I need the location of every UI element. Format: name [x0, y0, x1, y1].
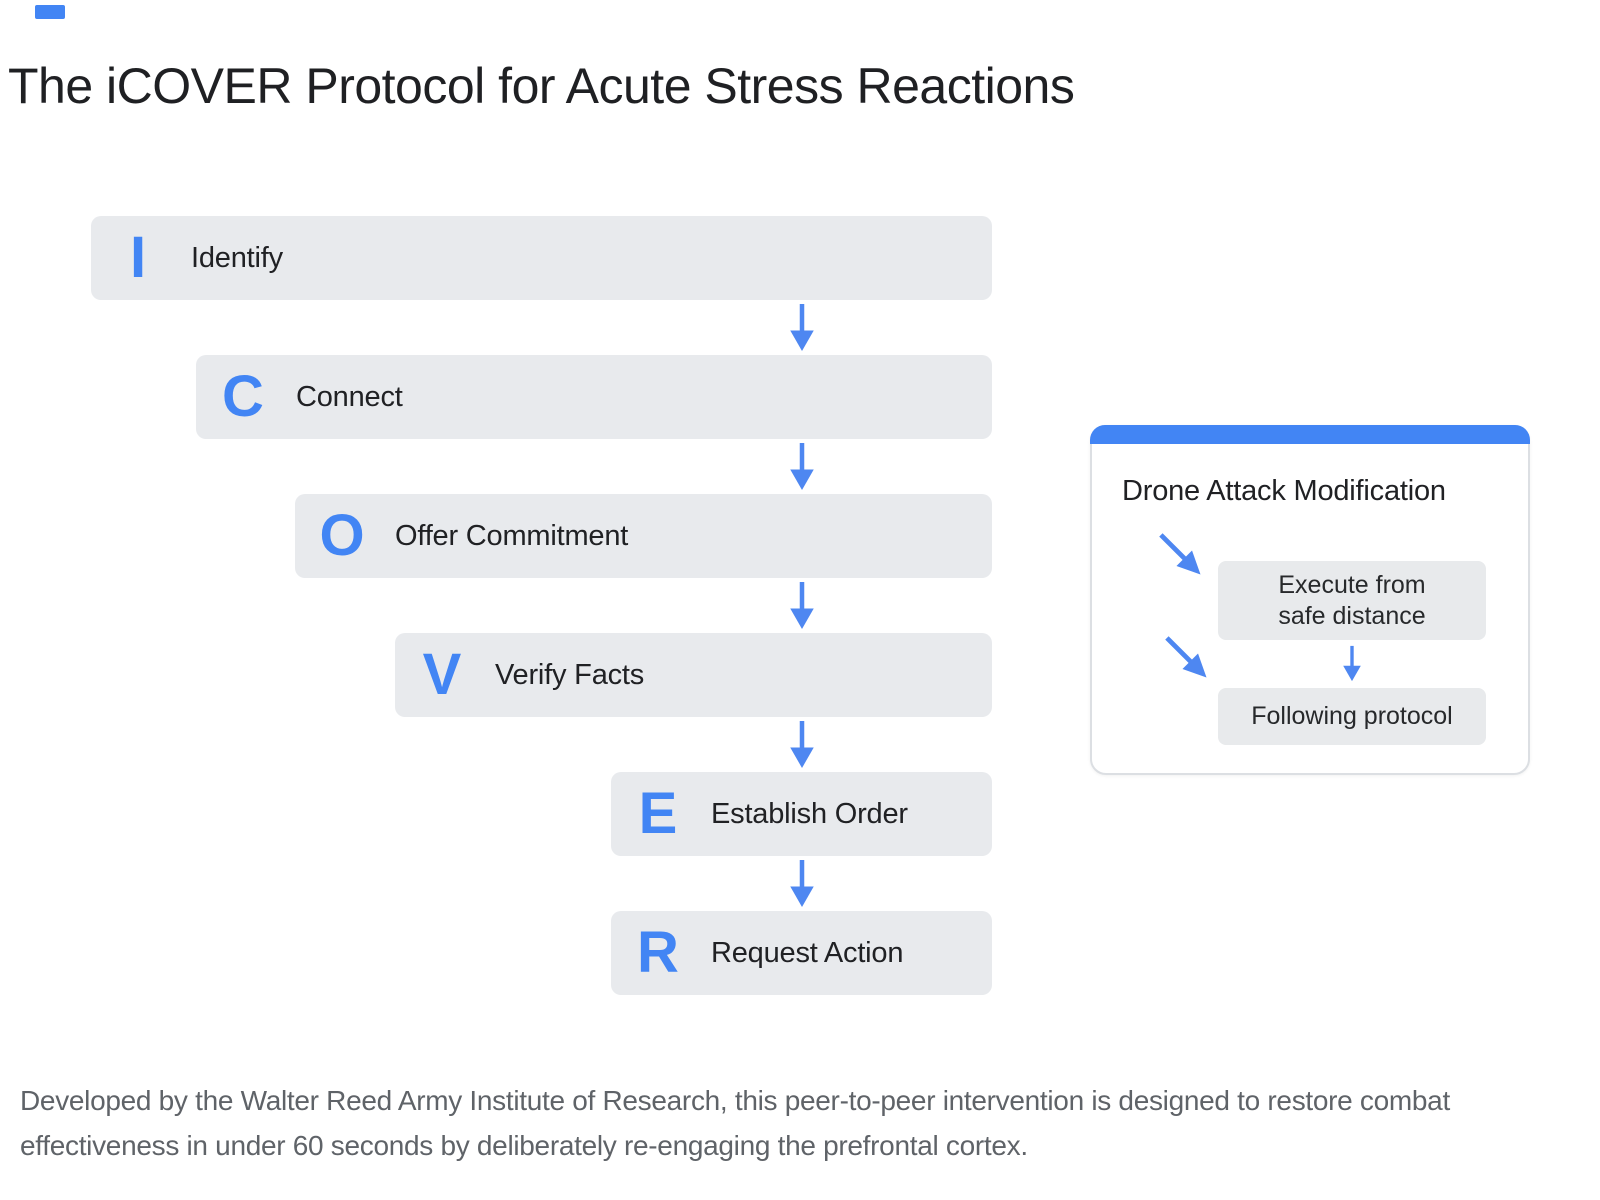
caption-line: effectiveness in under 60 seconds by del… [20, 1130, 1028, 1161]
down-arrow-icon [1341, 642, 1363, 685]
down-arrow-icon [787, 582, 817, 629]
caption: Developed by the Walter Reed Army Instit… [20, 1078, 1590, 1168]
diagonal-arrow-icon [1151, 525, 1209, 583]
page-title: The iCOVER Protocol for Acute Stress Rea… [8, 58, 1075, 114]
down-arrow-icon [787, 721, 817, 768]
down-arrow-icon [787, 304, 817, 351]
step-letter: V [422, 642, 462, 707]
step-letter: E [638, 781, 678, 846]
node-label-line: safe distance [1278, 601, 1426, 630]
clipped-blue-element [35, 5, 65, 19]
step-letter: I [129, 225, 147, 290]
flow-step-connect: C Connect [196, 355, 992, 439]
node-label-line: Execute from [1278, 570, 1426, 599]
step-letter: R [637, 920, 679, 985]
step-label: Establish Order [711, 797, 908, 830]
panel-node-following-protocol: Following protocol [1218, 688, 1486, 745]
node-label-line: Following protocol [1251, 702, 1453, 730]
step-label: Identify [191, 241, 283, 274]
step-label: Request Action [711, 936, 904, 969]
flow-step-establish-order: E Establish Order [611, 772, 992, 856]
panel-accent-bar [1090, 425, 1530, 444]
flow-step-identify: I Identify [91, 216, 992, 300]
panel-title: Drone Attack Modification [1122, 475, 1446, 507]
diagonal-arrow-icon [1157, 628, 1215, 686]
flow-step-request-action: R Request Action [611, 911, 992, 995]
side-panel-drone-attack-modification: Drone Attack Modification Execute from s… [1090, 425, 1530, 775]
step-label: Connect [296, 380, 403, 413]
step-letter: O [319, 503, 365, 568]
down-arrow-icon [787, 443, 817, 490]
flow-step-verify-facts: V Verify Facts [395, 633, 992, 717]
flow-step-offer-commitment: O Offer Commitment [295, 494, 992, 578]
caption-line: Developed by the Walter Reed Army Instit… [20, 1085, 1450, 1116]
step-label: Verify Facts [495, 658, 645, 691]
down-arrow-icon [787, 860, 817, 907]
panel-node-execute-from-safe-distance: Execute from safe distance [1218, 561, 1486, 640]
step-letter: C [222, 364, 264, 429]
step-label: Offer Commitment [395, 519, 629, 552]
